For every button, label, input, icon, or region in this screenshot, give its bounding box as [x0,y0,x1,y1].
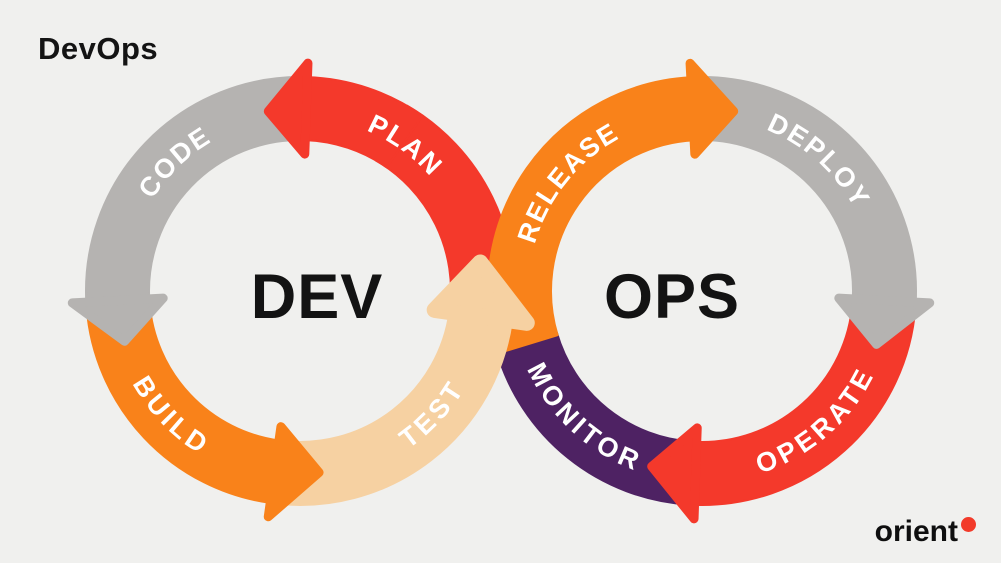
ops-center-label: OPS [604,262,740,332]
release-arrow-band [487,76,696,355]
release-arrowhead [685,58,739,159]
build-arrowhead [263,422,324,522]
dev-center-label: DEV [251,262,384,332]
test-arrowhead [426,254,535,331]
loop-segments-layer [67,58,935,524]
operate-arrowhead [647,423,702,524]
page-title: DevOps [38,31,159,66]
deploy-arrowhead [834,293,935,349]
plan-arrowhead [263,58,313,159]
orient-logo-dot-icon [961,517,976,532]
code-arrowhead [67,293,168,346]
orient-logo-text: orient [874,515,958,548]
orient-logo: orient [875,517,976,547]
